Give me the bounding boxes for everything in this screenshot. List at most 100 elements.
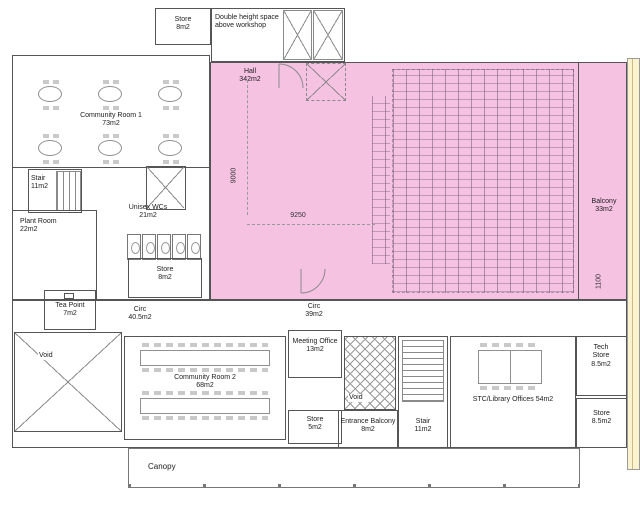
room-area: 33m2 — [595, 206, 613, 214]
room-name: Stair — [415, 418, 431, 425]
room-name: Void — [349, 394, 363, 401]
room-name: STC/Library Offices — [472, 396, 534, 403]
room-area: 8m2 — [361, 426, 375, 434]
tea-point-fixture — [64, 293, 74, 299]
round-table — [98, 80, 122, 102]
room-name: Store — [156, 266, 174, 273]
plant-room-wall — [12, 210, 96, 211]
hall-top-door-box — [306, 63, 346, 101]
room-name: Tea Point — [55, 302, 85, 309]
store-bottom-right-label: Store 8.5m2 — [578, 410, 625, 427]
hall-width-dimension: 9250 — [290, 212, 306, 219]
chairs-row — [480, 343, 540, 347]
round-table — [38, 134, 62, 156]
room-area: 40.5m2 — [128, 314, 152, 322]
room-name: Canopy — [148, 462, 176, 471]
balcony-width-dimension: 1100 — [595, 273, 603, 290]
room-area: 8m2 — [158, 274, 172, 282]
dimension-line — [247, 80, 248, 215]
door-arc-icon — [300, 268, 326, 294]
community-room-2-label: Community Room 2 68m2 — [134, 374, 276, 391]
circ-1-label: Circ 40.5m2 — [114, 306, 166, 323]
stair-2-room — [398, 336, 448, 448]
tech-store-room — [576, 336, 627, 396]
chairs-row — [142, 343, 268, 347]
room-area: 5m2 — [308, 424, 322, 432]
west-wing-outline — [12, 55, 210, 300]
room-area: 8.5m2 — [591, 418, 612, 426]
room-name: Circ — [133, 306, 147, 313]
chairs-row — [142, 368, 268, 372]
wc-stall-row — [127, 234, 201, 260]
entrance-balcony-room — [338, 410, 398, 448]
room-area: 342m2 — [239, 76, 261, 84]
store-mid-room — [128, 258, 202, 298]
unisex-wcs-label: Unisex WCs 21m2 — [114, 204, 182, 221]
long-table — [140, 398, 270, 414]
room-area: 11m2 — [414, 426, 432, 434]
wing-divider-wall — [12, 167, 210, 168]
room-name: Store — [174, 16, 192, 23]
dimension-line — [247, 224, 375, 225]
stair-1-room — [28, 169, 82, 213]
office-table — [478, 350, 542, 384]
room-name: Stair — [31, 175, 46, 182]
lift-shaft — [146, 166, 186, 210]
room-name: Entrance Balcony — [340, 418, 396, 425]
wc-stall — [127, 234, 141, 260]
room-name: Tech Store — [592, 344, 610, 360]
community-room-2 — [124, 336, 286, 440]
balcony-wall-line — [578, 62, 579, 300]
plant-room-wall — [96, 210, 97, 300]
store-small-room — [288, 410, 342, 444]
canopy-label: Canopy — [148, 462, 208, 472]
room-name: Community Room 2 — [174, 374, 236, 381]
room-area: 7m2 — [63, 310, 77, 318]
chairs-row — [142, 416, 268, 420]
stc-library-offices-room — [450, 336, 576, 448]
room-area: 13m2 — [306, 346, 324, 354]
rooflight-cross — [283, 10, 312, 60]
room-name: Circ — [307, 303, 321, 310]
void-center-label: Void — [348, 394, 370, 403]
meeting-office-room — [288, 330, 342, 378]
lift-cross — [147, 167, 184, 208]
plant-room-label: Plant Room 22m2 — [20, 218, 80, 235]
store-top-room — [155, 8, 211, 45]
tea-point-label: Tea Point 7m2 — [46, 302, 94, 319]
void-left-label: Void — [38, 352, 60, 361]
round-table — [98, 134, 122, 156]
store-top-label: Store 8m2 — [157, 16, 209, 33]
double-height-label: Double height space above workshop — [215, 14, 281, 31]
store-mid-label: Store 8m2 — [130, 266, 200, 283]
community-room-1-label: Community Room 1 73m2 — [66, 112, 156, 129]
circ-2-label: Circ 39m2 — [292, 303, 336, 320]
side-reference-strip — [627, 58, 640, 470]
entrance-balcony-label: Entrance Balcony 8m2 — [340, 418, 396, 435]
void-center-area — [344, 336, 396, 410]
tech-store-label: Tech Store 8.5m2 — [587, 344, 615, 369]
store-small-label: Store 5m2 — [290, 416, 340, 433]
room-area: 21m2 — [139, 212, 157, 220]
room-name: Void — [39, 352, 53, 359]
room-name: Plant Room — [20, 218, 57, 225]
wc-stall — [187, 234, 201, 260]
stair-treads — [402, 340, 444, 402]
room-area: 22m2 — [20, 226, 38, 234]
stair-2-label: Stair 11m2 — [402, 418, 444, 435]
balcony-label: Balcony 33m2 — [584, 198, 624, 215]
round-table — [158, 134, 182, 156]
room-area: 8.5m2 — [591, 360, 611, 368]
canopy-columns — [128, 484, 580, 488]
stc-library-offices-label: STC/Library Offices 54m2 — [455, 396, 571, 404]
room-area: 8m2 — [176, 24, 190, 32]
room-name: Unisex WCs — [128, 204, 168, 211]
room-name: Store — [306, 416, 324, 423]
wc-stall — [142, 234, 156, 260]
room-name: Double height space above workshop — [215, 14, 279, 30]
room-name: Store — [593, 410, 610, 417]
round-table — [158, 80, 182, 102]
long-table — [140, 350, 270, 366]
room-area: 11m2 — [31, 183, 48, 191]
stair-1-label: Stair 11m2 — [31, 175, 57, 192]
